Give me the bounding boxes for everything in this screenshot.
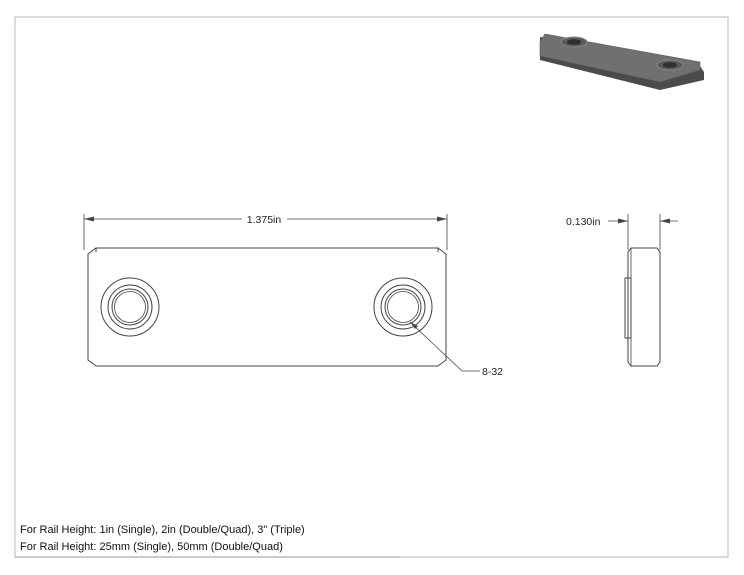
thickness-arrow-right (660, 218, 670, 224)
side-view-boss (624, 277, 632, 339)
right-hole-counterbore (380, 284, 426, 330)
thread-leader (409, 321, 463, 372)
side-view-outline (627, 247, 661, 367)
iso-hole-right-inner (663, 62, 677, 68)
iso-hole-left-inner (567, 39, 581, 45)
length-dimension (83, 214, 448, 250)
rail-height-note-imperial: For Rail Height: 1in (Single), 2in (Doub… (20, 524, 305, 536)
length-arrow-right (437, 216, 447, 222)
length-arrow-left (84, 216, 94, 222)
thickness-label: 0.130in (566, 216, 601, 228)
side-view (624, 247, 661, 367)
left-hole-thread (111, 288, 149, 326)
rail-height-note-metric: For Rail Height: 25mm (Single), 50mm (Do… (20, 541, 283, 553)
thread-label: 8-32 (482, 366, 503, 378)
thread-callout (409, 321, 480, 372)
front-view (87, 247, 447, 367)
right-hole-inner (387, 291, 419, 323)
front-view-outline (87, 247, 447, 367)
left-hole-counterbore (107, 284, 153, 330)
right-hole-outer (373, 277, 433, 337)
length-label: 1.375in (247, 214, 282, 226)
left-hole-inner (114, 291, 146, 323)
right-hole-thread (384, 288, 422, 326)
thickness-arrow-left (618, 218, 628, 224)
thickness-dimension (608, 214, 678, 250)
left-hole-outer (100, 277, 160, 337)
isometric-view (539, 33, 704, 90)
thread-leader-arrow (410, 322, 418, 329)
